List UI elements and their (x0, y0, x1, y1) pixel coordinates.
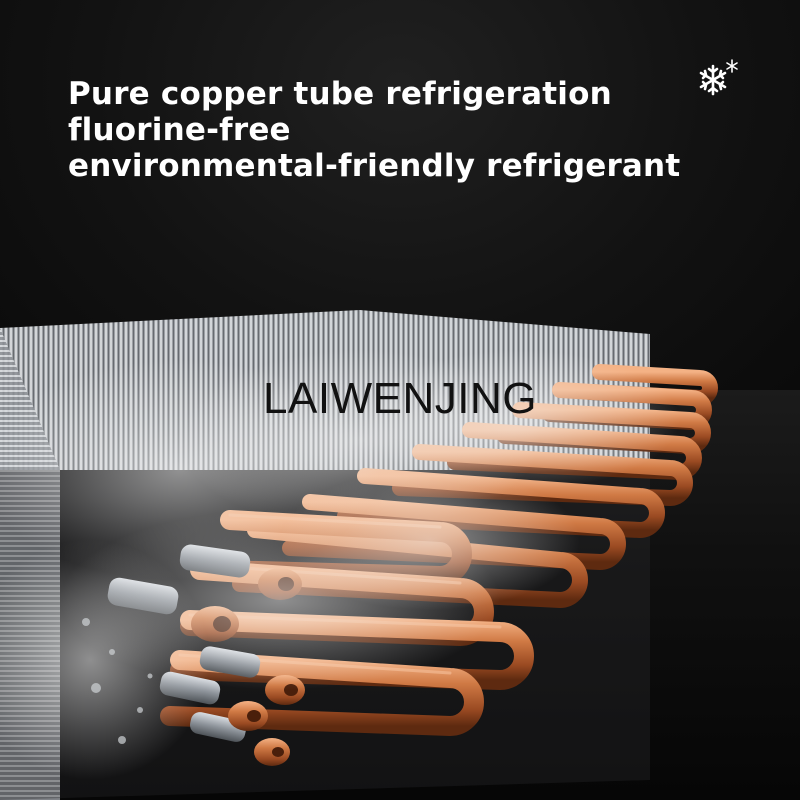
water-droplets (82, 618, 153, 744)
brand-watermark: LAIWENJING (263, 374, 537, 423)
cold-mist (0, 350, 680, 780)
headline-line-2: fluorine-free (68, 112, 291, 148)
headline: Pure copper tube refrigeration fluorine-… (68, 76, 680, 184)
headline-line-1: Pure copper tube refrigeration (68, 76, 612, 112)
copper-tube-rows (160, 364, 718, 737)
headline-line-3: environmental-friendly refrigerant (68, 148, 681, 184)
snowflake-icon (699, 59, 738, 96)
